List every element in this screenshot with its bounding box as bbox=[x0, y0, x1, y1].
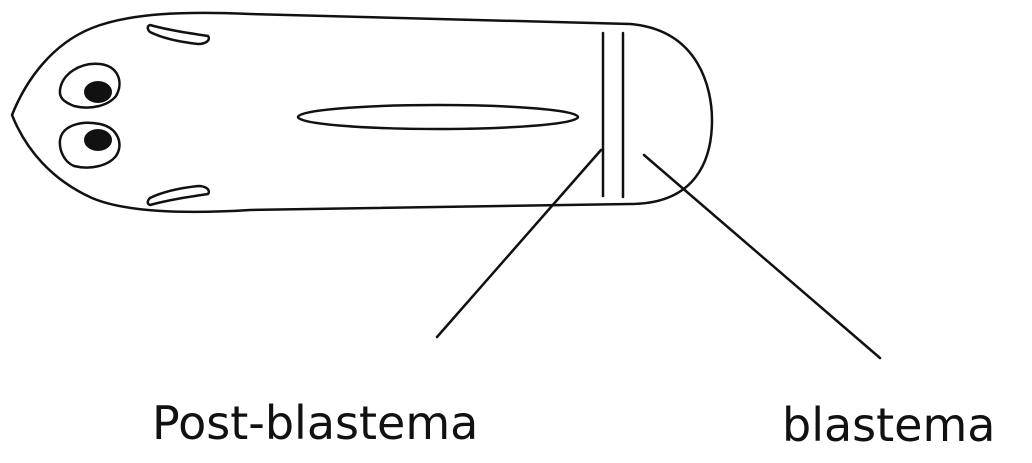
pharynx bbox=[298, 105, 578, 129]
body-outline bbox=[12, 13, 712, 212]
blastema-pointer-line bbox=[644, 155, 880, 358]
post-blastema-pointer-line bbox=[437, 150, 601, 337]
upper-auricle bbox=[148, 25, 209, 44]
blastema-label: blastema bbox=[782, 402, 995, 448]
lower-auricle bbox=[148, 186, 209, 205]
lower-eye-pupil bbox=[84, 129, 112, 151]
upper-eye-pupil bbox=[84, 81, 112, 103]
post-blastema-label: Post-blastema bbox=[152, 400, 478, 446]
